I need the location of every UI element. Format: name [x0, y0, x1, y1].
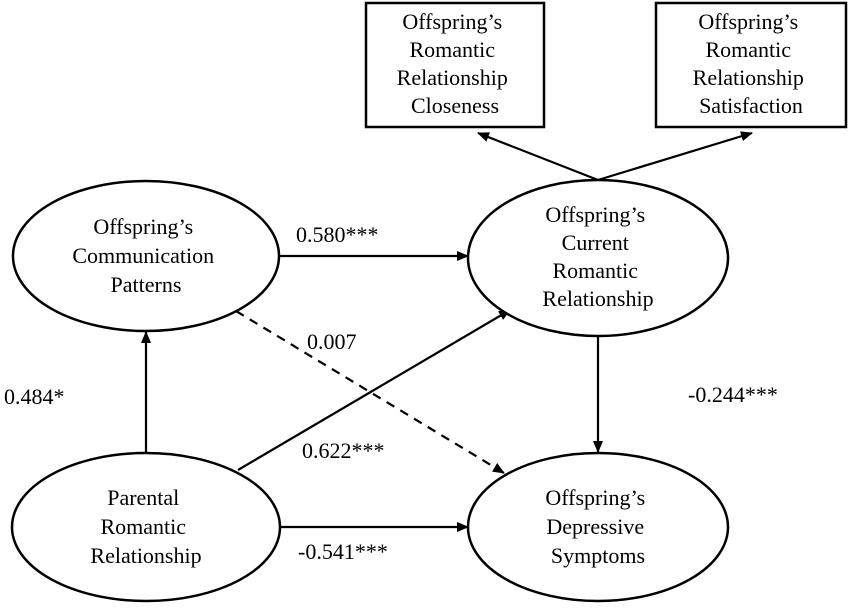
edge-communication-to-depressive	[235, 310, 505, 474]
node-satisfaction-line-1: Offspring’s	[698, 9, 798, 34]
node-current-line-4: Relationship	[542, 286, 653, 311]
edge-label-current-to-depressive: -0.244***	[688, 382, 778, 407]
node-depressive-line-3: Symptoms	[551, 543, 645, 568]
edge-label-parental-to-communication: 0.484*	[4, 384, 65, 409]
node-parental: Parental Romantic Relationship	[10, 451, 282, 603]
edge-parental-to-current	[237, 309, 511, 471]
node-closeness: Offspring’s Romantic Relationship Closen…	[364, 1, 546, 129]
node-closeness-line-4: Closeness	[411, 93, 499, 118]
node-parental-line-1: Parental	[107, 485, 179, 510]
svg-text:Offspring’s Depressive: Offspring’s Depressive Symptoms	[545, 485, 650, 568]
node-depressive-line-2: Depressive	[546, 514, 644, 539]
svg-text:Offspring’s Current: Offspring’s Current Romantic Relationshi…	[542, 202, 653, 311]
edge-label-parental-to-depressive: -0.541***	[298, 539, 388, 564]
svg-text:Offspring’s Communicatio: Offspring’s Communication Patterns	[72, 214, 219, 297]
node-current-line-1: Offspring’s	[545, 202, 645, 227]
node-closeness-line-1: Offspring’s	[402, 9, 502, 34]
edge-label-communication-to-depressive: 0.007	[307, 329, 357, 354]
edge-label-parental-to-current: 0.622***	[302, 438, 385, 463]
edge-current-to-satisfaction	[597, 131, 753, 182]
edge-label-communication-to-current: 0.580***	[296, 222, 379, 247]
node-parental-line-2: Romantic	[100, 514, 186, 539]
node-satisfaction: Offspring’s Romantic Relationship Satisf…	[654, 1, 848, 129]
node-depressive-line-1: Offspring’s	[545, 485, 645, 510]
node-parental-line-3: Relationship	[90, 543, 201, 568]
node-communication-line-3: Patterns	[111, 272, 182, 297]
node-communication-line-1: Offspring’s	[93, 214, 193, 239]
node-communication-line-2: Communication	[72, 243, 214, 268]
node-current-line-3: Romantic	[552, 258, 638, 283]
node-satisfaction-line-2: Romantic	[705, 37, 791, 62]
node-closeness-line-2: Romantic	[409, 37, 495, 62]
node-communication: Offspring’s Communication Patterns	[11, 179, 281, 333]
svg-text:Parental Romantic: Parental Romantic Relationship	[90, 485, 201, 568]
node-current-line-2: Current	[562, 230, 629, 255]
edge-current-to-closeness	[477, 131, 599, 182]
node-satisfaction-line-3: Relationship	[693, 65, 804, 90]
node-closeness-line-3: Relationship	[397, 65, 508, 90]
node-satisfaction-line-4: Satisfaction	[699, 93, 803, 118]
svg-text:Offspring’s Romantic: Offspring’s Romantic Relationship Satisf…	[693, 9, 810, 118]
node-depressive: Offspring’s Depressive Symptoms	[466, 451, 730, 603]
node-current: Offspring’s Current Romantic Relationshi…	[466, 178, 730, 338]
svg-text:Offspring’s Romantic: Offspring’s Romantic Relationship Closen…	[397, 9, 514, 118]
